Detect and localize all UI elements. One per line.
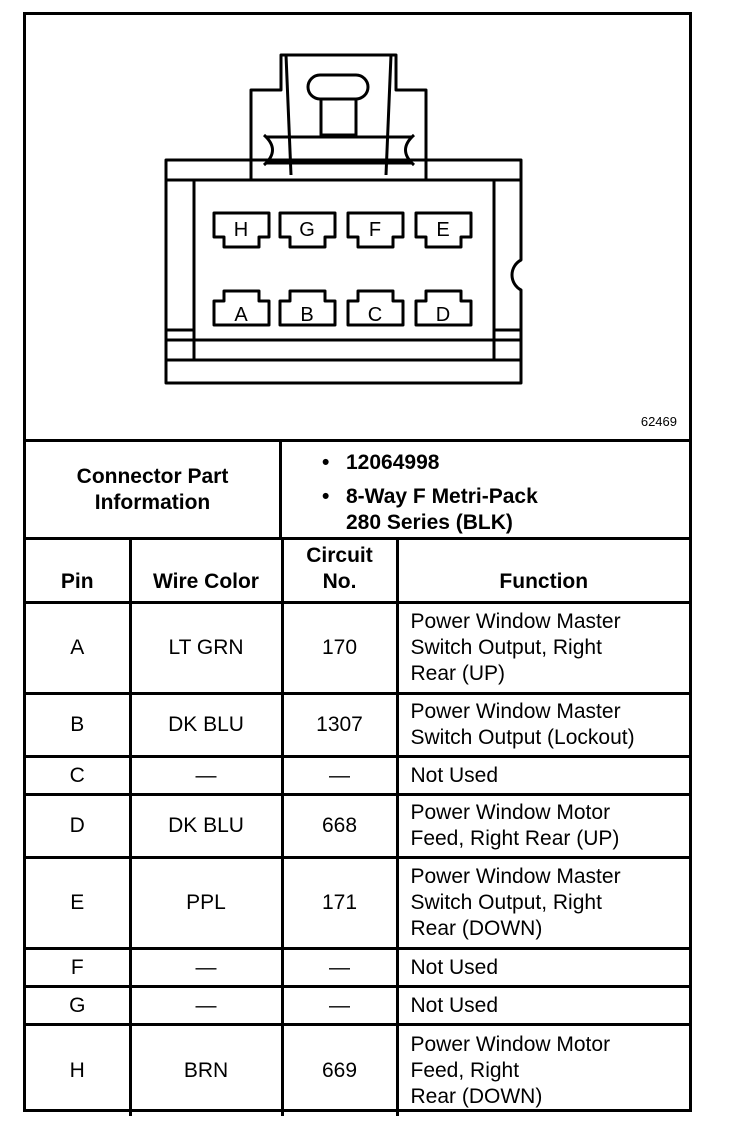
pin-cell: G [26,985,132,1025]
header-wire-color: Wire Color [130,537,284,603]
figure-number: 62469 [640,414,677,429]
connector-description-2: 280 Series (BLK) [346,511,513,534]
circuit-cell: — [282,947,399,987]
pin-label-f: F [369,219,381,241]
pin-cell: H [26,1023,132,1116]
wire-color-cell: — [130,755,284,795]
circuit-cell: 669 [282,1023,399,1116]
table-row: F——Not Used [26,947,689,987]
pin-label-h: H [234,219,248,241]
function-line: Rear (UP) [410,662,506,685]
bullet: • [322,451,330,474]
function-line: Not Used [410,955,499,979]
wire-color-cell: DK BLU [130,793,284,858]
function-line: Not Used [410,993,499,1017]
function-line: Feed, Right Rear (UP) [410,827,620,850]
function-line: Power Window Master [410,610,621,633]
wire-color-cell: — [130,947,284,987]
table-header-row: Pin Wire Color Circuit No. Function [26,537,689,603]
connector-info-header: Connector Part Information • 12064998 • … [26,439,689,537]
pin-cell: C [26,755,132,795]
pin-cell: A [26,601,132,694]
circuit-cell: 668 [282,793,399,858]
header-function: Function [397,537,689,603]
function-line: Rear (DOWN) [410,1084,543,1108]
function-line: Rear (DOWN) [410,917,543,940]
wire-color-cell: — [130,985,284,1025]
circuit-cell: 170 [282,601,399,694]
pin-label-c: C [368,304,382,326]
connector-description-1: 8-Way F Metri-Pack [346,485,538,508]
pin-cell: F [26,947,132,987]
function-cell: Not Used [397,985,689,1025]
function-line: Not Used [410,763,499,787]
connector-info-label: Connector Part Information [26,442,282,537]
connector-info-details: • 12064998 • 8-Way F Metri-Pack 280 Seri… [282,442,689,537]
bullet: • [322,485,330,508]
pin-cell: E [26,856,132,949]
pin-label-d: D [436,304,450,326]
connector-sheet: H G F E A B C D 62469 Connector Part Inf… [23,12,692,1116]
function-line: Switch Output (Lockout) [410,726,635,749]
connector-face-illustration: H G F E A B C D [164,53,523,385]
pin-label-e: E [436,219,449,241]
function-line: Power Window Master [410,700,621,723]
pin-cell: B [26,692,132,757]
pin-label-g: G [299,219,315,241]
function-cell: Not Used [397,755,689,795]
pin-label-a: A [234,304,248,326]
function-line: Power Window Motor [410,1032,611,1056]
header-circuit-line1: Circuit [306,544,373,567]
connector-drawing: H G F E A B C D 62469 [26,15,689,439]
wire-color-cell: LT GRN [130,601,284,694]
wire-color-cell: PPL [130,856,284,949]
table-row: G——Not Used [26,985,689,1025]
circuit-cell: — [282,985,399,1025]
header-circuit-line2: No. [322,570,357,593]
table-row: C——Not Used [26,755,689,795]
header-circuit: Circuit No. [282,537,399,603]
part-number: 12064998 [346,451,440,474]
circuit-cell: 171 [282,856,399,949]
function-line: Power Window Motor [410,801,611,824]
function-line: Feed, Right [410,1058,520,1082]
pin-cell: D [26,793,132,858]
function-line: Switch Output, Right [410,636,602,659]
circuit-cell: — [282,755,399,795]
wire-color-cell: DK BLU [130,692,284,757]
function-line: Power Window Master [410,865,621,888]
function-line: Switch Output, Right [410,891,602,914]
header-pin: Pin [26,537,132,603]
wire-color-cell: BRN [130,1023,284,1116]
function-cell: Not Used [397,947,689,987]
circuit-cell: 1307 [282,692,399,757]
pin-label-b: B [300,304,313,326]
